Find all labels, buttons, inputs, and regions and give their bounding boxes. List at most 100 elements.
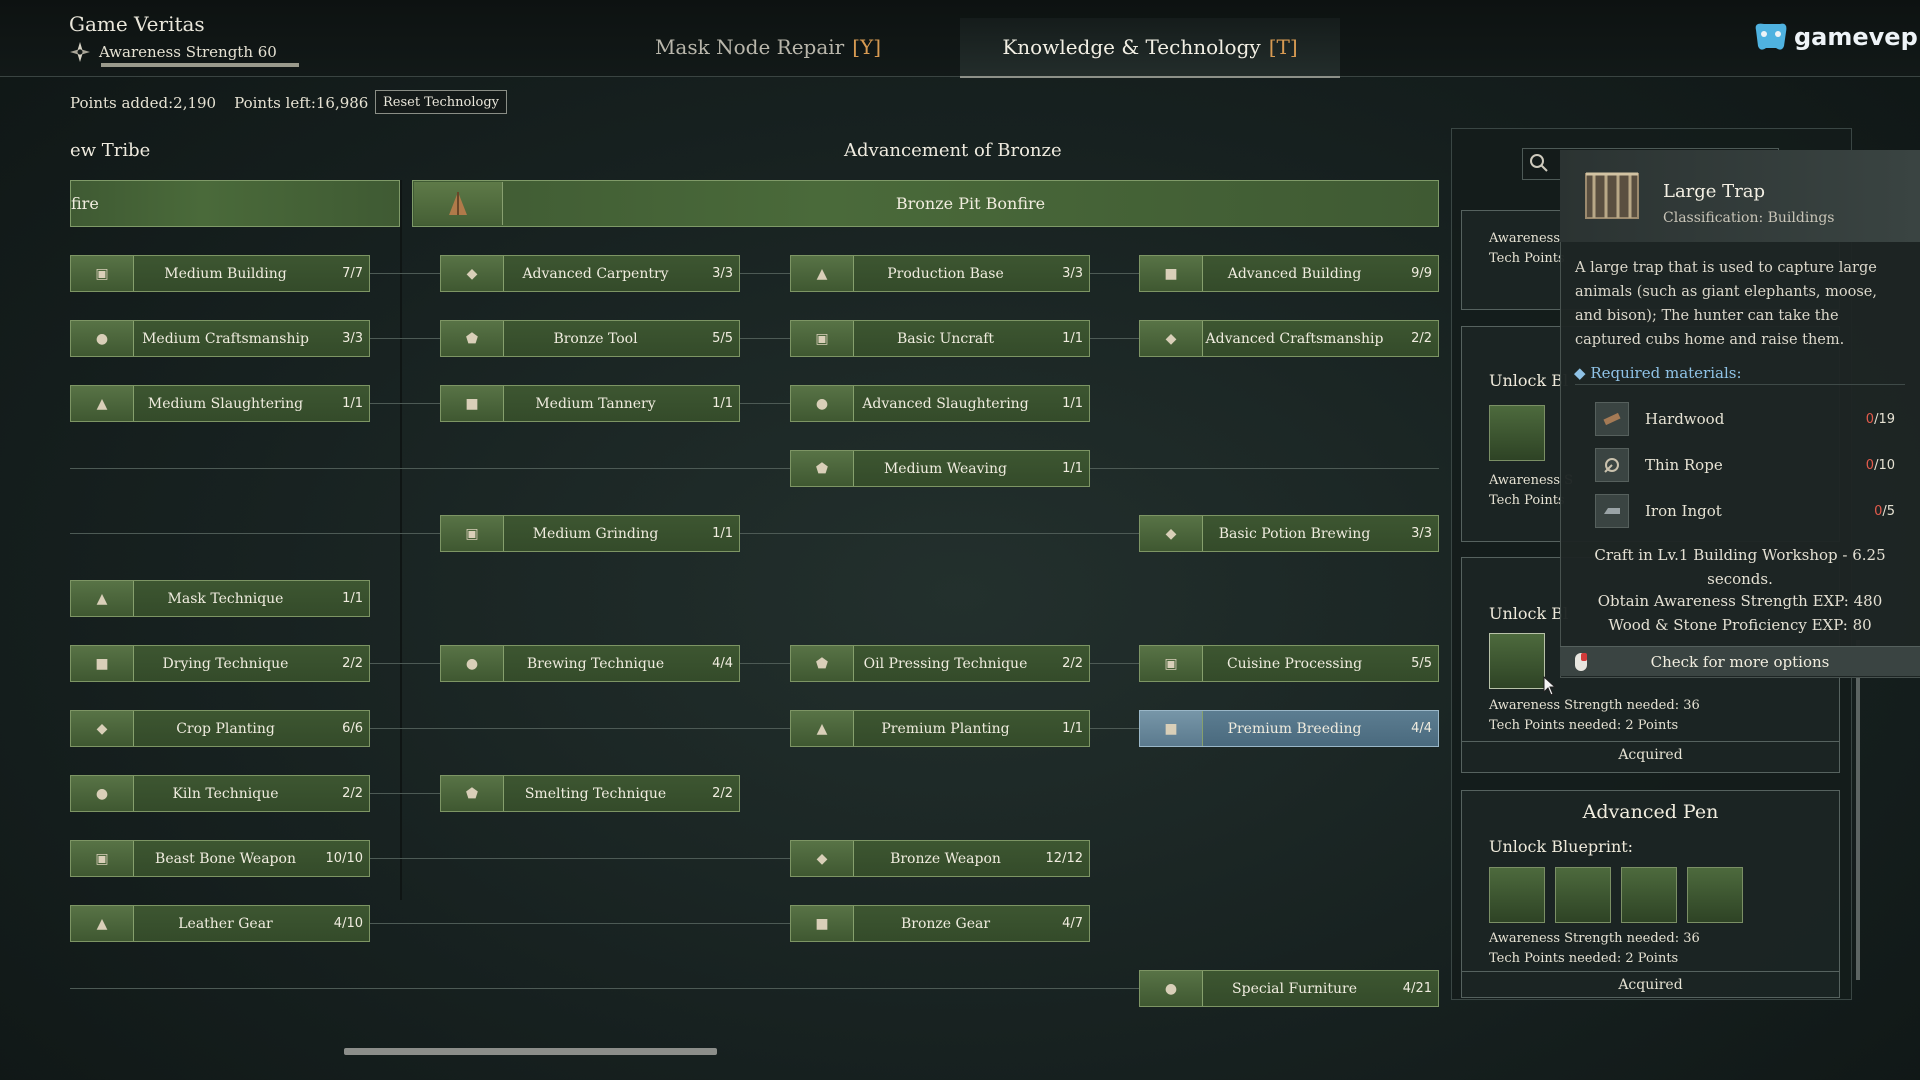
material-row-thin-rope: Thin Rope 0/10 [1595,448,1895,482]
tech-node-count: 4/4 [712,656,733,671]
tech-node-label: Special Furniture [1232,980,1357,997]
logo-text: gamevep [1794,23,1918,51]
tab-knowledge-technology[interactable]: Knowledge & Technology [T] [960,18,1340,78]
tech-node-count: 1/1 [712,526,733,541]
card4-blueprint-1-icon[interactable] [1489,867,1545,923]
tab-mask-node-repair-label: Mask Node Repair [654,35,845,59]
tree-connector-line [70,988,1439,989]
bronze-weapon-icon: ◆ [791,841,854,876]
horizontal-scrollbar[interactable] [344,1048,717,1055]
beast-bone-weapon-icon: ▣ [71,841,134,876]
bronze-gear-icon: ■ [791,906,854,941]
tech-tree[interactable]: ew Tribe Advancement of Bronze fire Bron… [70,130,1439,1020]
points-added: Points added:2,190 [70,94,217,112]
tech-node-label: Bronze Weapon [890,850,1001,867]
tree-connector-line [70,468,1439,469]
tooltip-exp-wood-stone: Wood & Stone Proficiency EXP: 80 [1608,616,1872,634]
premium-breeding-icon: ■ [1140,711,1203,746]
leather-gear-icon: ▲ [71,906,134,941]
tech-node-count: 3/3 [1411,526,1432,541]
tech-node-label: Advanced Building [1227,265,1362,282]
tech-node-count: 5/5 [1411,656,1432,671]
card4-blueprint-3-icon[interactable] [1621,867,1677,923]
tree-connector-line [70,533,1439,534]
root-node-bronze-pit-bonfire-label: Bronze Pit Bonfire [895,194,1046,213]
card4-awareness: Awareness Strength needed: 36 [1489,931,1700,946]
diamond-icon: ◆ [1574,364,1586,382]
card2-blueprint-tower-icon[interactable] [1489,405,1545,461]
awareness-progress-fill [101,63,299,67]
material-count: 0/19 [1865,411,1895,427]
card3-blueprint-large-trap-icon[interactable] [1489,633,1545,689]
tech-node-count: 12/12 [1045,851,1083,866]
drying-technique-icon: ■ [71,646,134,681]
tooltip-craft-info: Craft in Lv.1 Building Workshop - 6.25 s… [1594,546,1886,588]
tech-node-label: Mask Technique [167,590,284,607]
root-node-bronze-pit-bonfire[interactable]: Bronze Pit Bonfire [412,180,1439,227]
tab-knowledge-technology-hotkey: [T] [1268,35,1298,59]
blueprint-card-advanced-pen[interactable]: Advanced Pen Unlock Blueprint: Awareness… [1461,790,1840,998]
tech-node-label: Smelting Technique [524,785,667,802]
awareness-strength-label: Awareness Strength 60 [99,43,277,61]
card3-tech-points: Tech Points needed: 2 Points [1489,718,1679,733]
tree-connector-line [370,858,790,859]
tech-node-label: Basic Potion Brewing [1218,525,1371,542]
special-furniture-icon: ● [1140,971,1203,1006]
tech-node-label: Premium Breeding [1227,720,1362,737]
mouse-icon [1575,653,1587,671]
cuisine-processing-icon: ▣ [1140,646,1203,681]
check-more-options-button[interactable]: Check for more options [1560,646,1920,676]
medium-grinding-icon: ▣ [441,516,504,551]
card4-blueprint-2-icon[interactable] [1555,867,1611,923]
tab-mask-node-repair[interactable]: Mask Node Repair [Y] [626,18,910,76]
era-separator [400,180,402,900]
medium-weaving-icon: ⬟ [791,451,854,486]
tech-node-count: 2/2 [1411,331,1432,346]
points-row: Points added:2,190 Points left:16,986 [70,92,368,114]
premium-planting-icon: ▲ [791,711,854,746]
material-name: Hardwood [1645,410,1725,428]
brewing-technique-icon: ● [441,646,504,681]
reset-technology-button[interactable]: Reset Technology [375,90,507,114]
bronze-tool-icon: ⬟ [441,321,504,356]
panel-scrollbar[interactable] [1856,640,1860,980]
card4-status: Acquired [1462,971,1839,1001]
tech-node-label: Advanced Craftsmanship [1205,330,1384,347]
root-node-bonfire-label: fire [71,194,99,213]
root-node-bonfire[interactable]: fire [70,180,400,227]
tab-knowledge-technology-label: Knowledge & Technology [1002,35,1261,59]
tech-node-bronze-weapon[interactable]: ◆ Bronze Weapon 12/12 [790,840,1090,877]
card4-blueprint-4-icon[interactable] [1687,867,1743,923]
card3-awareness: Awareness Strength needed: 36 [1489,698,1700,713]
kiln-technique-icon: ● [71,776,134,811]
awareness-progress-bar [101,63,299,67]
